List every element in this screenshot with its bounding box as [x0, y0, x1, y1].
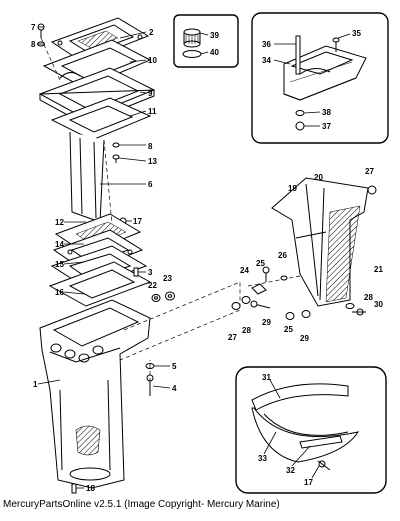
callout-6: 6	[148, 180, 153, 189]
screw-35	[332, 37, 340, 52]
callout-1: 1	[33, 380, 38, 389]
cover-34	[283, 45, 367, 101]
callout-26: 26	[278, 251, 287, 260]
adapter-plate	[38, 67, 156, 125]
callout-28: 28	[242, 326, 251, 335]
callout-21: 21	[374, 265, 383, 274]
washer-26	[280, 275, 288, 281]
grommet-23	[165, 291, 175, 301]
callout-40: 40	[210, 48, 219, 57]
inset-box-cover	[251, 12, 389, 144]
callout-36: 36	[262, 40, 271, 49]
driveshaft-housing-tube	[69, 131, 105, 223]
callout-17: 17	[133, 217, 142, 226]
callout-29b: 29	[300, 334, 309, 343]
callout-27: 27	[365, 167, 374, 176]
callout-15: 15	[55, 260, 64, 269]
plug-27	[367, 185, 377, 195]
grommet-25b	[285, 312, 295, 320]
callout-35: 35	[352, 29, 361, 38]
callout-8: 8	[31, 40, 36, 49]
callout-14: 14	[55, 240, 64, 249]
callout-11: 11	[148, 107, 157, 116]
top-cover-plate	[50, 17, 150, 63]
seal-31	[251, 383, 349, 411]
callout-27b: 27	[228, 333, 237, 342]
screw-30	[352, 308, 366, 316]
callout-25: 25	[256, 259, 265, 268]
callout-16: 16	[55, 288, 64, 297]
fitting-24	[251, 283, 267, 295]
leader-lines	[37, 26, 351, 489]
nut-37	[295, 121, 305, 131]
washer-28b	[345, 303, 355, 309]
grommet-28	[241, 296, 251, 304]
callout-39: 39	[210, 31, 219, 40]
callout-19: 19	[288, 184, 297, 193]
grommet-27b	[231, 302, 241, 310]
gasket-16	[48, 261, 152, 307]
screw-25	[262, 266, 270, 282]
callout-2: 2	[149, 28, 154, 37]
callout-22: 22	[148, 281, 157, 290]
callout-38: 38	[322, 108, 331, 117]
screw-7	[37, 23, 45, 38]
exhaust-housing	[271, 177, 369, 307]
callout-12: 12	[55, 218, 64, 227]
copyright-caption: MercuryPartsOnline v2.5.1 (Image Copyrig…	[3, 499, 280, 510]
callout-13: 13	[148, 157, 157, 166]
callout-32: 32	[286, 466, 295, 475]
inset-box-seal	[235, 366, 387, 494]
callout-29: 29	[262, 318, 271, 327]
screw-13	[112, 154, 120, 163]
callout-34: 34	[262, 56, 271, 65]
callout-17b: 17	[304, 478, 313, 487]
callout-31: 31	[262, 373, 271, 382]
washer-8b	[112, 142, 120, 148]
callout-33: 33	[258, 454, 267, 463]
clamp-32	[299, 435, 343, 449]
callout-28b: 28	[364, 293, 373, 302]
washer-8	[37, 41, 45, 47]
callout-7: 7	[31, 23, 36, 32]
screw-17-lower	[317, 460, 331, 471]
callout-8b: 8	[148, 142, 153, 151]
callout-30: 30	[374, 300, 383, 309]
callout-20: 20	[314, 173, 323, 182]
callout-9: 9	[148, 89, 153, 98]
pin-36	[295, 35, 301, 75]
gasket-upper	[42, 39, 152, 89]
callout-37: 37	[322, 122, 331, 131]
inset-box-oil-filter	[173, 14, 239, 68]
callout-24: 24	[240, 266, 249, 275]
callout-18: 18	[86, 484, 95, 493]
callout-3: 3	[148, 268, 153, 277]
callout-25b: 25	[284, 325, 293, 334]
screw-29	[250, 300, 271, 309]
grommet-22	[151, 294, 161, 302]
filter-39	[183, 28, 201, 48]
callout-labels: 7 8 2 10 9 11 8 13 6 17 12 14 15 16 3 23…	[31, 23, 383, 493]
oring-40	[182, 50, 202, 58]
driveshaft-housing	[39, 299, 151, 489]
callout-23: 23	[163, 274, 172, 283]
washer-38	[295, 110, 305, 116]
callout-4: 4	[172, 384, 177, 393]
alignment-lines	[40, 37, 301, 396]
pin-18	[71, 483, 77, 494]
pin-3	[133, 267, 139, 277]
gasket-lower	[50, 97, 152, 141]
callout-5: 5	[172, 362, 177, 371]
grommet-29b	[301, 310, 311, 318]
ring-33	[251, 407, 360, 463]
callout-10: 10	[148, 56, 157, 65]
